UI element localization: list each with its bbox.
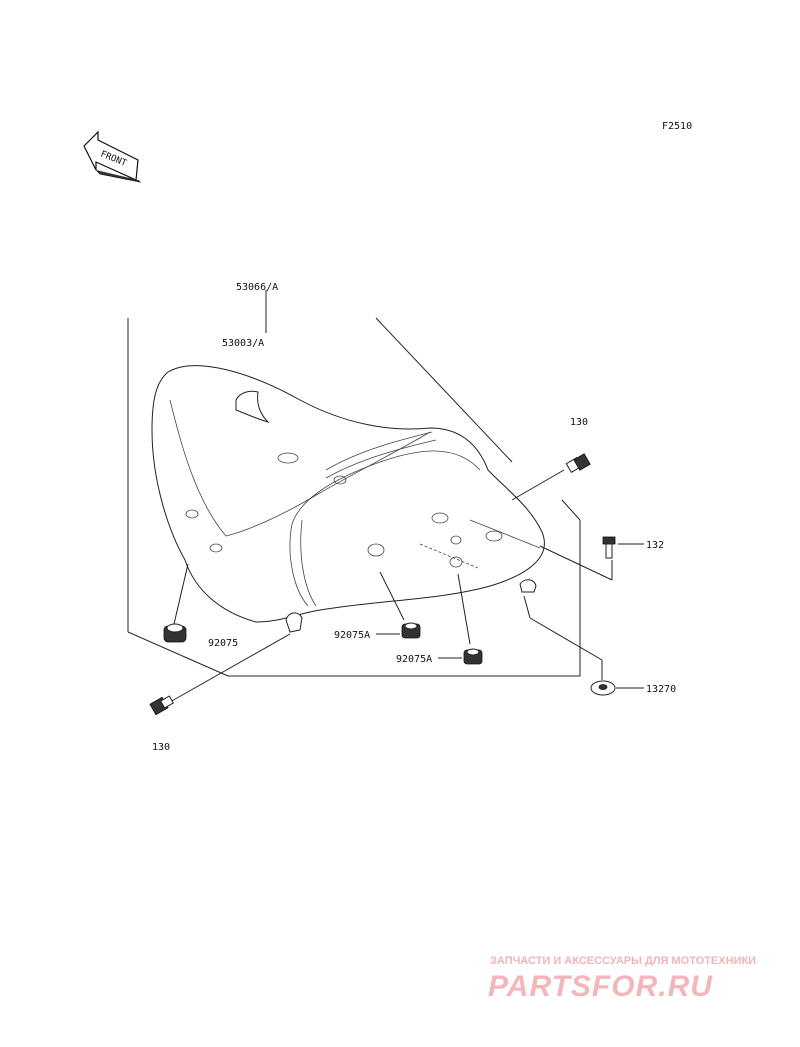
callout-washer: 13270 bbox=[646, 684, 676, 695]
bolt-right-icon bbox=[602, 536, 616, 559]
damper-left-icon bbox=[163, 623, 187, 643]
leader-lines bbox=[169, 469, 644, 703]
damper-mid-icon bbox=[401, 622, 421, 639]
callout-damper-low: 92075A bbox=[396, 654, 432, 665]
bolt-bottom-icon bbox=[149, 695, 175, 716]
bolt-top-icon bbox=[565, 453, 591, 474]
callout-seat-base: 53003/A bbox=[222, 338, 264, 349]
washer-icon bbox=[590, 680, 616, 696]
assembly-frame bbox=[127, 290, 581, 677]
callout-bolt-bottom: 130 bbox=[152, 742, 170, 753]
callout-damper-mid: 92075A bbox=[334, 630, 370, 641]
watermark-tagline: ЗАПЧАСТИ И АКСЕССУАРЫ ДЛЯ МОТОТЕХНИКИ bbox=[490, 955, 756, 967]
callout-bolt-top: 130 bbox=[570, 417, 588, 428]
watermark: ЗАПЧАСТИ И АКСЕССУАРЫ ДЛЯ МОТОТЕХНИКИ PA… bbox=[488, 955, 756, 1003]
figure-code: F2510 bbox=[662, 121, 692, 132]
watermark-brand: PARTSFOR.RU bbox=[488, 970, 713, 1003]
front-arrow-icon: FRONT bbox=[83, 130, 142, 183]
damper-low-icon bbox=[463, 648, 483, 665]
callout-seat-assy: 53066/A bbox=[236, 282, 278, 293]
callout-bolt-right: 132 bbox=[646, 540, 664, 551]
seat-illustration bbox=[151, 365, 545, 633]
callout-damper-left: 92075 bbox=[208, 638, 238, 649]
